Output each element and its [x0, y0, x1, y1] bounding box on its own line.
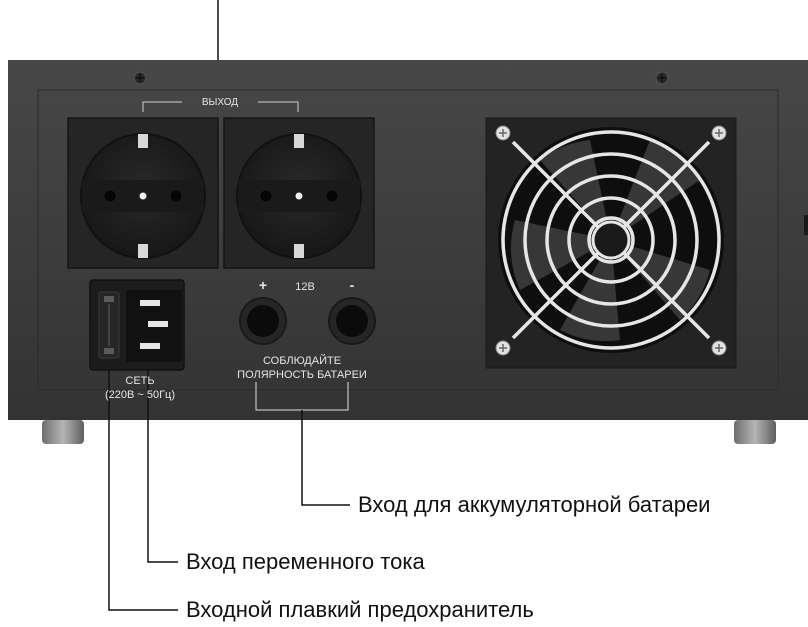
fuse-callout-line	[108, 370, 178, 611]
screw-icon	[655, 71, 669, 85]
polarity-label-line1: СОБЛЮДАЙТЕ	[262, 355, 342, 367]
ac-power-inlet	[89, 279, 185, 371]
fuse-callout: Входной плавкий предохранитель	[186, 597, 534, 622]
screw-icon	[133, 71, 147, 85]
output-bracket-right	[258, 101, 299, 112]
cooling-fan	[485, 117, 737, 369]
mains-label-line1: СЕТЬ	[125, 375, 155, 387]
battery-callout-line	[301, 410, 350, 506]
polarity-label-line2: ПОЛЯРНОСТЬ БАТАРЕИ	[237, 369, 367, 381]
chassis-inner-frame	[37, 89, 779, 391]
output-label: ВЫХОД	[201, 97, 239, 108]
voltage-12v-label: 12В	[295, 281, 315, 293]
output-bracket	[142, 101, 182, 112]
minus-label: -	[349, 277, 355, 293]
ac-input-callout-line	[147, 370, 178, 563]
ac-input-callout: Вход переменного тока	[186, 549, 425, 574]
foot-right	[734, 420, 776, 444]
plus-label: +	[258, 277, 268, 293]
battery-terminal-positive	[239, 297, 287, 345]
chassis-right-edge	[804, 215, 808, 235]
battery-input-callout: Вход для аккумуляторной батареи	[358, 492, 711, 517]
outlet-socket-2	[223, 117, 375, 269]
outlet-socket-1	[67, 117, 219, 269]
mains-label-line2: (220В ~ 50Гц)	[104, 389, 176, 401]
foot-left	[42, 420, 84, 444]
battery-terminal-negative	[328, 297, 376, 345]
